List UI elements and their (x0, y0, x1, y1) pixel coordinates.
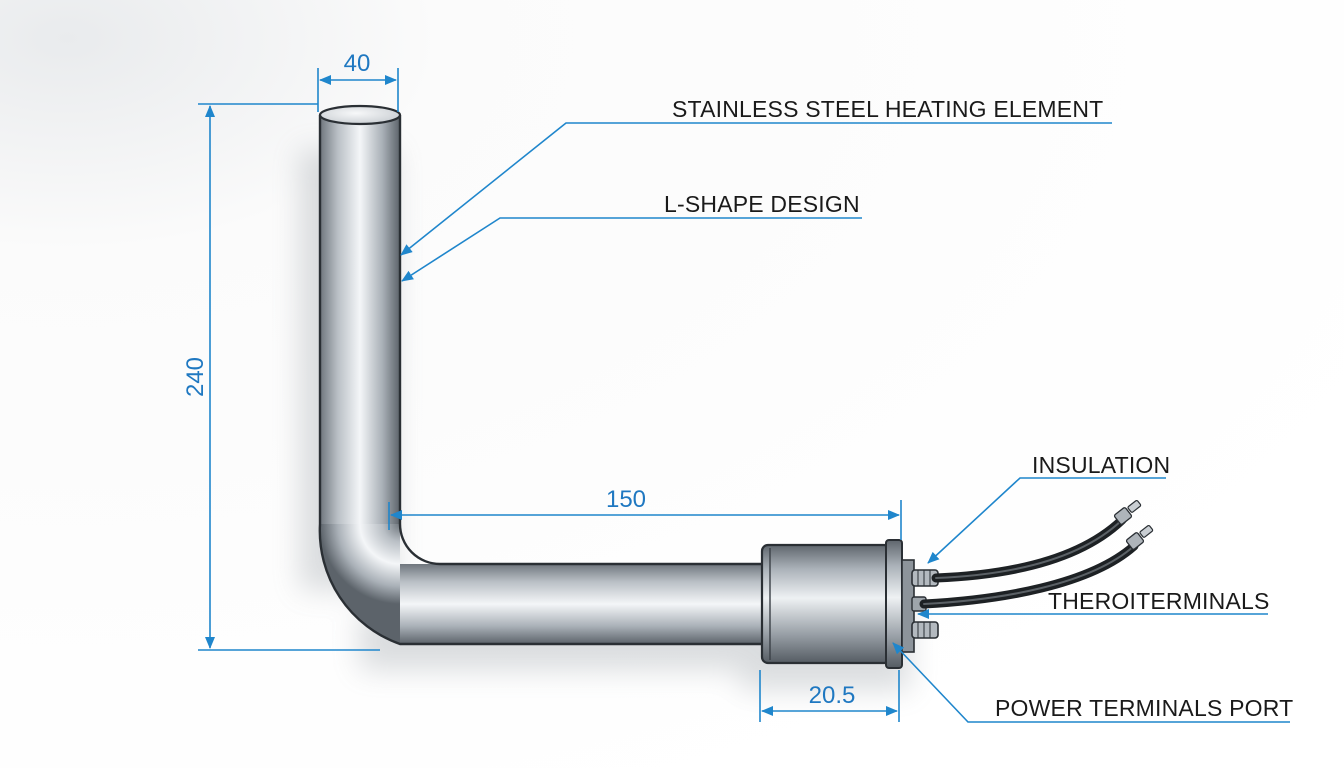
dimension-sleeve-length: 20.5 (759, 670, 900, 722)
dimension-text-top-width: 40 (344, 50, 371, 77)
dimension-text-sleeve-length: 20.5 (809, 682, 856, 709)
label-insulation: INSULATION (1032, 452, 1170, 478)
label-terminals: THEROITERMINALS (1048, 588, 1270, 614)
vertical-tube-section (320, 115, 400, 525)
sleeve-body (760, 543, 892, 665)
callout-heating-element: STAINLESS STEEL HEATING ELEMENT (400, 96, 1112, 256)
upper-wire-lug (1113, 499, 1142, 525)
terminal-housing (760, 539, 915, 669)
callout-insulation: INSULATION (927, 452, 1170, 564)
dimension-text-horizontal-length: 150 (606, 486, 646, 513)
tube-outline (318, 115, 764, 646)
tube-bend-arc (319, 524, 400, 644)
horizontal-tube-section (400, 564, 764, 644)
dimension-horizontal-length: 150 (388, 486, 902, 540)
label-power-port: POWER TERMINALS PORT (995, 695, 1293, 721)
heating-tube (318, 104, 764, 646)
label-l-shape: L-SHAPE DESIGN (664, 191, 860, 217)
label-heating-element: STAINLESS STEEL HEATING ELEMENT (672, 96, 1103, 122)
tube-end-cap (318, 104, 402, 126)
dimension-vertical-length: 240 (182, 103, 380, 651)
callout-terminals: THEROITERMINALS (917, 588, 1270, 619)
lower-terminal-stud (911, 621, 939, 639)
callout-power-port: POWER TERMINALS PORT (892, 642, 1293, 723)
dimension-text-vertical-length: 240 (182, 357, 209, 397)
lower-wire-lug (1125, 524, 1154, 550)
insulated-wires (919, 499, 1154, 609)
callout-l-shape: L-SHAPE DESIGN (401, 191, 862, 282)
